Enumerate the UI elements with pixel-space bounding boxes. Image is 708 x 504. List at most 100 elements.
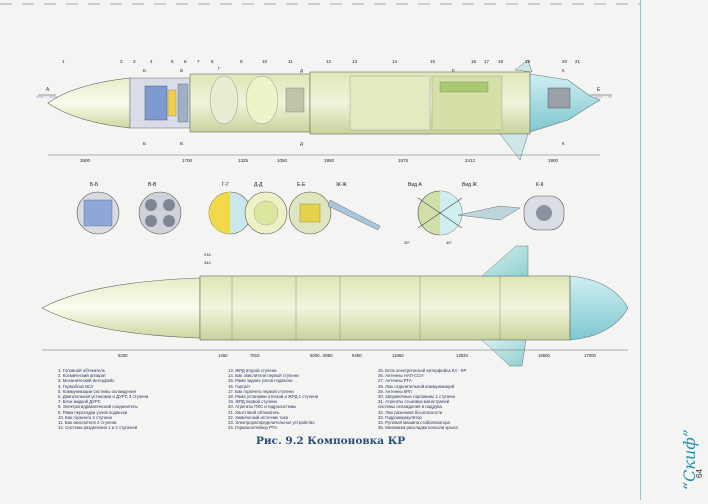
legend-item: 28. Люк отделительной коммуникаций <box>378 383 455 389</box>
legend-item: 19. ЖРД первой ступени <box>228 399 277 405</box>
callout-1: 1 <box>62 59 65 64</box>
legend-item: 13. ЖРД второй ступени <box>228 368 277 373</box>
dim-7810: 7810 <box>250 353 260 358</box>
legend-item: 17. Бак горючего первой ступени <box>228 388 294 394</box>
upper-fin <box>514 59 533 73</box>
legend-item: 21. Хвостовой обтекатель <box>228 409 280 415</box>
callout-3: 3 <box>133 59 136 64</box>
callout-14: 14 <box>392 59 398 64</box>
mark-b-bottom: Б <box>143 141 146 146</box>
dim-15500: 15500 <box>538 353 551 358</box>
brand-label: “Скиф” <box>680 429 699 490</box>
dim-9450: 9450 <box>352 353 362 358</box>
legend-item: 20. Агрегаты ПКС и гидросистемы <box>228 404 297 410</box>
section-vv-sphere <box>145 199 157 211</box>
dim-13920: 13920 <box>456 353 469 358</box>
section-zhzh-wing <box>327 199 381 231</box>
view-zh-fin <box>457 205 521 221</box>
legend-item: 31. Агрегаты стыковки магистралей <box>378 399 450 405</box>
legend-item: 8. Электрогидравлический соединитель <box>58 404 138 410</box>
legend-item: 2. Космический аппарат <box>58 373 106 379</box>
section-vv-sphere <box>145 215 157 227</box>
section-bb-payload <box>83 199 113 227</box>
legend-item: 4. Гермоблок ВСУ <box>58 383 94 389</box>
gargrot <box>439 81 489 93</box>
callout-4: 4 <box>150 59 153 64</box>
callout-18: 18 <box>498 59 504 64</box>
legend-item: 24. Гермоконтейнер РТА <box>228 425 278 431</box>
cross-sections: Б-Б В-В Г-Г Д-Д Е-Е Ж-Ж Вид А Вид Ж К-К <box>76 182 565 236</box>
legend-item: 12. Система разделения 1 и 2 ступеней <box>58 425 138 431</box>
legend-item: 14. Бак окислителя первой ступени <box>228 373 299 379</box>
callout-17: 17 <box>484 59 490 64</box>
section-marks: Б В Г Д Е К Б В Д К <box>143 66 565 146</box>
legend-item: 27. Антенны РТА <box>378 378 412 384</box>
dim-2412: 2412 <box>465 158 476 163</box>
mark-k-top: К <box>562 68 565 73</box>
dim-5330: 5330 <box>118 353 128 358</box>
label-vv: В-В <box>148 182 157 188</box>
label-zhzh: Ж-Ж <box>336 182 347 188</box>
section-vv-sphere <box>163 215 175 227</box>
fuel-tank-2 <box>209 75 239 125</box>
callout-11: 11 <box>288 59 293 64</box>
dim-344: 344 <box>204 260 211 265</box>
legend-item: 32. Люк разъемов бесопасности <box>378 409 443 415</box>
legend-item: 30. Заправочные горловины 1 ступени <box>378 393 455 399</box>
dim-1050: 1050 <box>277 158 288 163</box>
legend-item: 7. Блок жидкой ДУРС <box>58 399 101 405</box>
oxidizer-tank-2 <box>245 75 279 125</box>
bottom-dimensions: 5330 1460 7810 5000...9080 9450 11860 13… <box>118 353 597 358</box>
legend-item: 29. Антенны КРЛ <box>378 388 412 394</box>
view-mark-a: А <box>46 87 50 93</box>
dim-1950: 1950 <box>324 158 335 163</box>
mark-v-bottom: В <box>180 141 183 146</box>
side-upper-fin <box>481 245 529 277</box>
legend-item: 26. Антенны НАП-ССН <box>378 373 424 379</box>
view-a-wing <box>417 197 463 229</box>
sealed-block <box>177 83 189 123</box>
spacecraft <box>144 85 168 121</box>
side-lower-fin <box>481 339 527 367</box>
legend-item: 25. Блок электрической интерфейса КА - К… <box>378 368 467 373</box>
mark-b-top: Б <box>143 68 146 73</box>
view-mark-zh: Е <box>597 87 601 93</box>
section-dd-inner <box>253 200 279 226</box>
legend-item: 9. Рама пересадки узлов подвески <box>58 409 128 415</box>
mark-g-top: Г <box>218 66 221 71</box>
engine-stage-2 <box>285 87 305 113</box>
dim-11860: 11860 <box>392 353 404 358</box>
callout-9: 9 <box>240 59 243 64</box>
legend-item: 10. Бак горючего 2 ступени <box>58 414 112 420</box>
page-number: 64 <box>695 469 704 478</box>
legend-column-3: 25. Блок электрической интерфейса КА - К… <box>378 368 466 430</box>
view-a-half <box>440 191 462 235</box>
mark-k-bottom: К <box>562 141 565 146</box>
legend-item: 5. Коммуникации системы охлаждения <box>58 388 136 394</box>
callout-10: 10 <box>262 59 268 64</box>
callout-20: 20 <box>562 59 568 64</box>
label-vid-zh: Вид Ж <box>462 182 477 188</box>
angle-30: 30° <box>404 240 410 245</box>
interface-block <box>167 89 177 117</box>
legend-item: 35. Механизм раскладки консоли крыла <box>378 425 458 431</box>
label-kk: К-К <box>536 182 544 188</box>
label-gg: Г-Г <box>222 182 229 188</box>
angle-45: 45° <box>446 240 452 245</box>
label-ee: Е-Е <box>297 182 306 188</box>
oxidizer-tank-1 <box>349 75 431 131</box>
callout-12: 12 <box>326 59 332 64</box>
dim-3500: 3500 <box>80 158 91 163</box>
side-body <box>199 275 571 341</box>
mark-d-top: Д <box>300 68 303 73</box>
legend-item: 11. Бак окислителя 2 ступени <box>58 419 117 425</box>
dim-1575: 1575 <box>398 158 409 163</box>
callout-6: 6 <box>184 59 187 64</box>
section-kk-engine <box>536 205 552 221</box>
dim-17000: 17000 <box>584 353 597 358</box>
legend-item: 15. Рама задних узлов подвески <box>228 378 293 384</box>
top-dimensions: 3500 1700 1325 1050 1950 1575 2412 1900 <box>80 158 559 163</box>
mark-e-top: Е <box>452 68 455 73</box>
dim-1325: 1325 <box>238 158 249 163</box>
